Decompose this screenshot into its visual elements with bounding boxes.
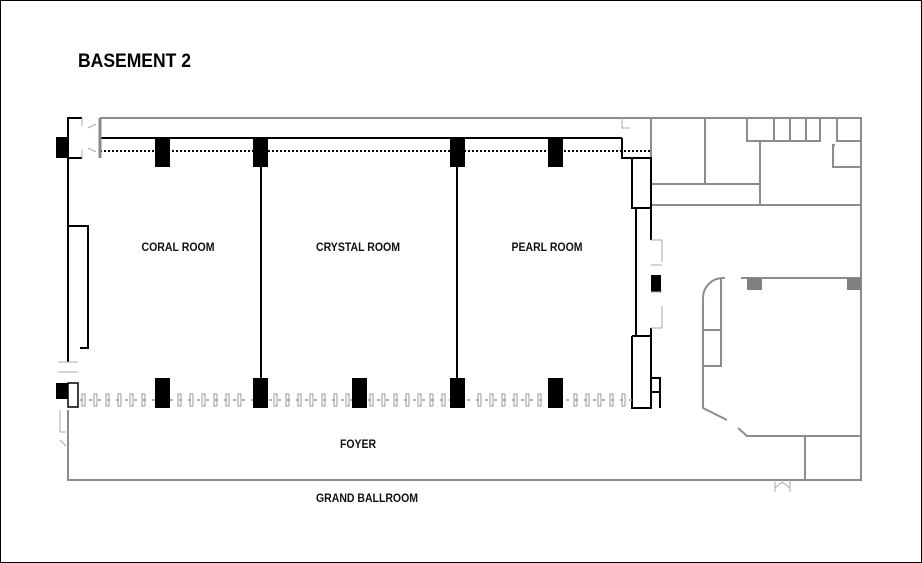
- partition-panel: [81, 393, 86, 407]
- column: [651, 275, 661, 292]
- gray-column: [847, 278, 861, 290]
- floor-title: BASEMENT 2: [78, 51, 191, 72]
- partition-panel: [393, 393, 398, 407]
- building-outline: [67, 117, 862, 481]
- partition-panel: [369, 393, 374, 407]
- partition-panel: [621, 393, 626, 407]
- column: [155, 378, 170, 408]
- gray-column: [747, 278, 762, 290]
- partition-panel: [93, 393, 98, 407]
- partition-panel: [573, 393, 578, 407]
- partition-panel: [597, 393, 602, 407]
- column: [450, 378, 465, 408]
- partition-panel: [417, 393, 422, 407]
- partition-panel: [117, 393, 122, 407]
- column: [548, 138, 563, 167]
- partition-panel: [381, 393, 386, 407]
- partition-panel: [105, 393, 110, 407]
- partition-panel: [273, 393, 278, 407]
- partition-panel: [345, 393, 350, 407]
- partition-panel: [333, 393, 338, 407]
- partition-panel: [141, 393, 146, 407]
- partition-panel: [525, 393, 530, 407]
- coral-room-label: CORAL ROOM: [142, 240, 215, 254]
- partition-panel: [189, 393, 194, 407]
- column: [56, 383, 68, 399]
- partition-panel: [321, 393, 326, 407]
- grand-ballroom-label: GRAND BALLROOM: [316, 491, 418, 505]
- partition-panel: [177, 393, 182, 407]
- foyer-label: FOYER: [340, 437, 376, 451]
- partition-panel: [129, 393, 134, 407]
- partition-panel: [225, 393, 230, 407]
- pearl-room-label: PEARL ROOM: [512, 240, 583, 254]
- door-icon: [774, 480, 791, 492]
- partition-doors: [81, 393, 626, 407]
- partition-panel: [609, 393, 614, 407]
- partition-panel: [585, 393, 590, 407]
- column: [450, 138, 465, 167]
- left-wall-stub: [67, 382, 79, 408]
- column: [253, 138, 268, 167]
- partition-panel: [429, 393, 434, 407]
- partition-panel: [405, 393, 410, 407]
- partition-panel: [237, 393, 242, 407]
- partition-panel: [201, 393, 206, 407]
- column: [56, 137, 69, 158]
- partition-panel: [537, 393, 542, 407]
- doors: [58, 118, 663, 447]
- column: [548, 378, 563, 408]
- partition-panel: [213, 393, 218, 407]
- column: [352, 378, 367, 408]
- column: [155, 138, 170, 167]
- partition-panel: [297, 393, 302, 407]
- partition-panel: [309, 393, 314, 407]
- partition-panel: [501, 393, 506, 407]
- crystal-room-label: CRYSTAL ROOM: [316, 240, 400, 254]
- partition-panel: [489, 393, 494, 407]
- partition-panel: [513, 393, 518, 407]
- structural-walls: [67, 117, 661, 409]
- partition-panel: [285, 393, 290, 407]
- columns: [56, 137, 661, 408]
- column: [253, 378, 268, 408]
- partition-panel: [441, 393, 446, 407]
- partition-panel: [477, 393, 482, 407]
